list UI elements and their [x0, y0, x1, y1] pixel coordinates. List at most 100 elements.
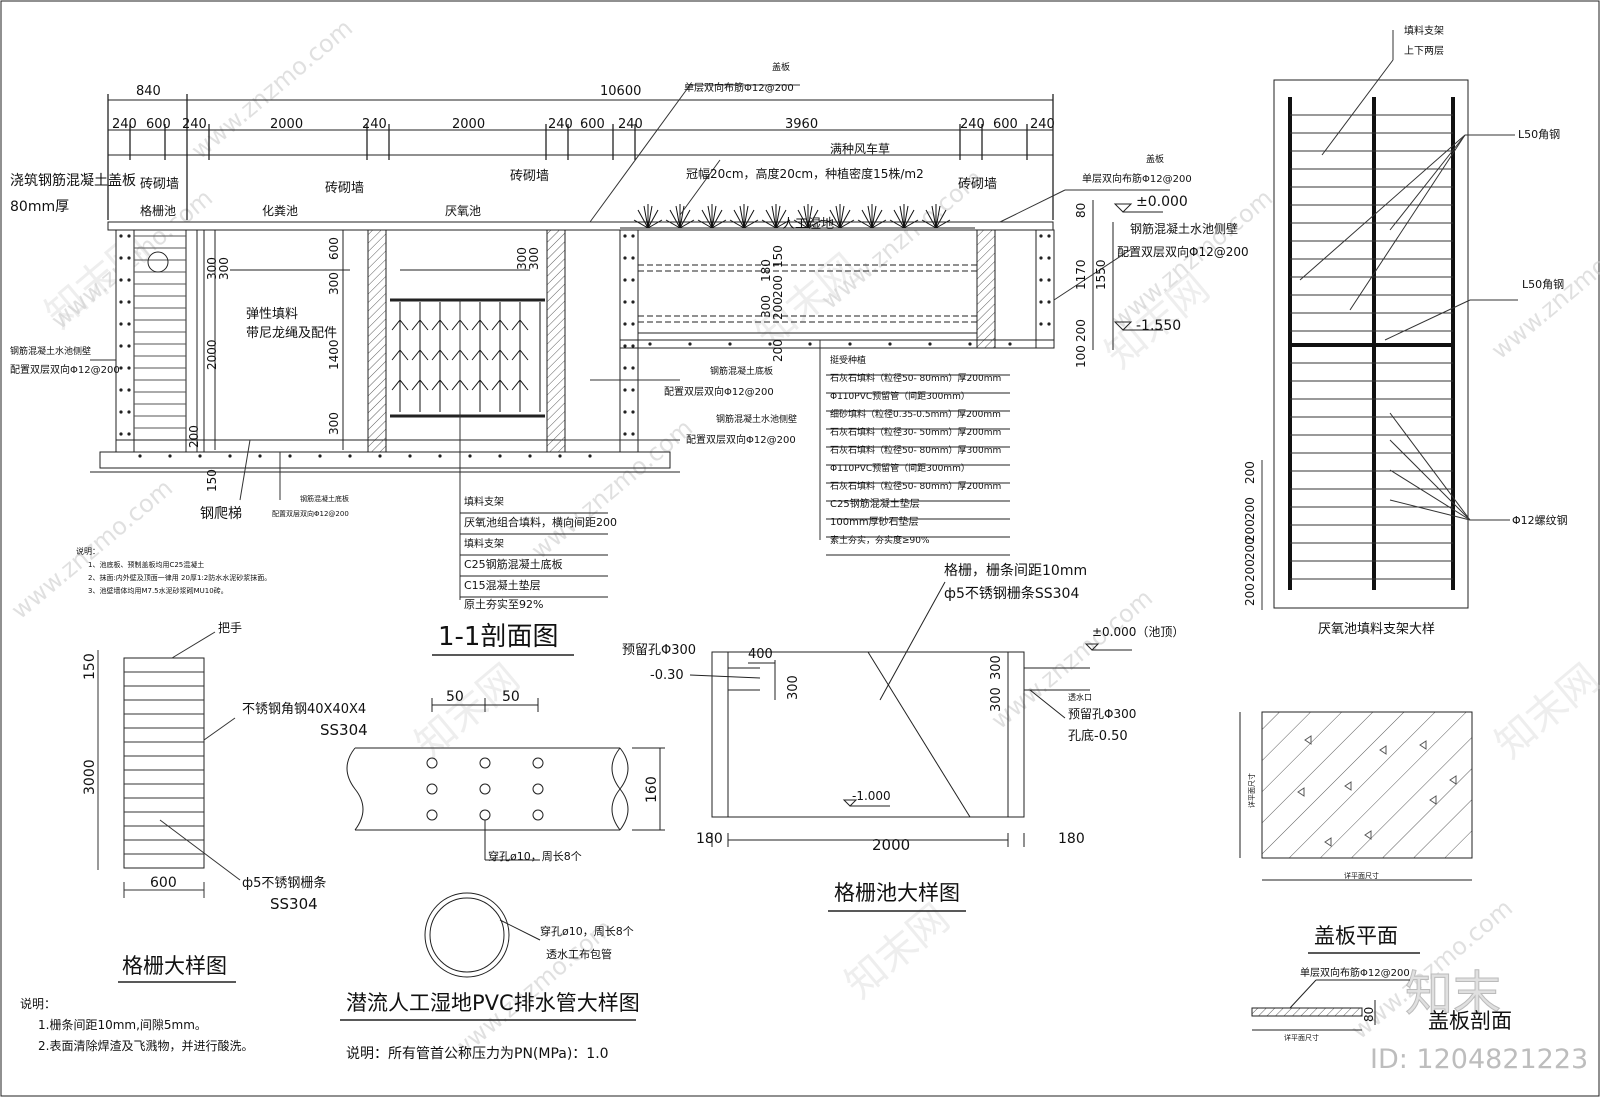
- vdim-600: 600: [327, 237, 341, 260]
- angle-label: L50角钢: [1518, 128, 1560, 141]
- outlet-hole: 预留孔Φ300: [1068, 707, 1136, 721]
- base-mid-rebar: 配置双层双向Φ12@200: [664, 385, 774, 398]
- dim-200: 200: [1243, 583, 1257, 606]
- brick-wall-label: 砖砌墙: [140, 177, 179, 192]
- layer-row: 石灰石填料（粒径50- 80mm）厚300mm: [830, 444, 1001, 456]
- side-wall-left-label: 钢筋混凝土水池侧壁: [10, 345, 91, 357]
- cover-plan-title: 盖板平面: [1314, 924, 1398, 948]
- dim-300: 300: [786, 675, 801, 700]
- vdim-1550: 1550: [1094, 259, 1108, 290]
- wetland-layers-table: 挺受种植 石灰石填料（粒径50- 80mm）厚200mm Φ110PVC预留管（…: [826, 354, 1010, 556]
- layer-row: 填料支架: [464, 537, 504, 550]
- steel-label: 不锈钢角钢40X40X4: [242, 702, 366, 717]
- layer-row: 挺受种植: [830, 354, 866, 366]
- layer-row: C25钢筋混凝土垫层: [830, 497, 920, 510]
- side-wall-left-rebar: 配置双层双向Φ12@200: [10, 363, 120, 376]
- dim-3000: 3000: [82, 759, 98, 795]
- plant-icons: [633, 204, 951, 229]
- grille-note: 1.栅条间距10mm,间隙5mm。: [38, 1017, 207, 1032]
- brick-wall-label: 砖砌墙: [510, 169, 549, 184]
- dim-240: 240: [960, 117, 985, 132]
- dim-3960: 3960: [785, 117, 818, 132]
- vdim-300: 300: [527, 247, 541, 270]
- watermark-id: ID: 1204821223: [1370, 1044, 1588, 1075]
- cover-section: 单层双向布筋Φ12@200 80 详平面尺寸 盖板剖面: [1251, 966, 1512, 1042]
- vdim-100: 100: [1074, 345, 1088, 368]
- vdim-180: 180: [759, 259, 773, 282]
- pvc-title: 潜流人工湿地PVC排水管大样图: [346, 991, 640, 1015]
- level-top: ±0.000（池顶）: [1092, 625, 1184, 639]
- steel-grade: SS304: [320, 721, 368, 739]
- grid-pool-title: 格栅池大样图: [834, 881, 960, 905]
- section-title: 1-1剖面图: [438, 622, 558, 652]
- pvc-detail: 50 50 160 穿孔ø10，周长8个 穿孔ø10，周长8个 透水工布包管 潜…: [340, 689, 665, 1062]
- cover-label-right: 盖板: [1146, 153, 1164, 165]
- layer-row: C25钢筋混凝土底板: [464, 557, 563, 571]
- wall-mid-rebar: 配置双层双向Φ12@200: [686, 433, 796, 446]
- level-1550: -1.550: [1136, 318, 1181, 334]
- brick-wall-label: 砖砌墙: [325, 181, 364, 196]
- ladder-label: 钢爬梯: [200, 506, 242, 522]
- cover-rebar-right: 单层双向布筋Φ12@200: [1082, 172, 1192, 185]
- layer-row: 石灰石填料（粒径50- 80mm）厚200mm: [830, 372, 1001, 384]
- plan-dim-vertical: 详平面尺寸: [1247, 773, 1256, 808]
- dim-240: 240: [182, 117, 207, 132]
- layer-row: 素土夯实，夯实度≥90%: [830, 534, 930, 546]
- dim-2000: 2000: [270, 117, 303, 132]
- septic-label: 化粪池: [262, 204, 298, 218]
- reserved-hole-label: 预留孔Φ300: [622, 643, 696, 658]
- dim-300: 300: [989, 655, 1004, 680]
- base-left-rebar: 配置双层双向Φ12@200: [272, 509, 349, 518]
- vdim-300: 300: [759, 295, 773, 318]
- pvc-note: 说明：所有管首公称压力为PN(MPa)：1.0: [346, 1046, 609, 1062]
- layer-row: 石灰石填料（粒径30- 50mm）厚200mm: [830, 426, 1001, 438]
- vdim-300: 300: [515, 247, 529, 270]
- wetland-label: 人工湿地: [782, 217, 834, 232]
- dim-240: 240: [362, 117, 387, 132]
- bar-grade: SS304: [270, 895, 318, 913]
- dim-600: 600: [150, 875, 177, 891]
- dim-150: 150: [82, 653, 98, 680]
- grille-spacing-label: 格栅，栅条间距10mm: [944, 562, 1087, 579]
- plant-label: 满种风车草: [830, 141, 890, 156]
- holes-label: 穿孔ø10，周长8个: [540, 924, 634, 938]
- cover-section-dim-80: 80: [1362, 1007, 1376, 1022]
- vdim-150: 150: [771, 245, 785, 268]
- dim-200: 200: [1243, 461, 1257, 484]
- dim-300: 300: [989, 687, 1004, 712]
- grille-bar-label: ф5不锈钢栅条SS304: [944, 585, 1079, 602]
- dim-2000: 2000: [872, 836, 910, 854]
- note-line: 1、池底板、预制盖板均用C25混凝土: [88, 560, 204, 569]
- dim-200: 200: [1243, 497, 1257, 520]
- dim-240: 240: [618, 117, 643, 132]
- layer-row: C15混凝土垫层: [464, 578, 541, 592]
- vdim-300: 300: [327, 272, 341, 295]
- section-1-1: [90, 84, 1170, 600]
- dim-200: 200: [1243, 559, 1257, 582]
- dim-160: 160: [644, 776, 660, 803]
- wall-mid-label: 钢筋混凝土水池侧壁: [716, 413, 797, 425]
- vdim-300: 300: [205, 257, 219, 280]
- dim-200: 200: [1243, 519, 1257, 542]
- outlet-bottom: 孔底-0.50: [1068, 728, 1128, 744]
- grille-detail: 把手 不锈钢角钢40X40X4 SS304 ф5不锈钢栅条 SS304 150 …: [20, 621, 368, 1053]
- layer-row: Φ110PVC预留管（间距300mm）: [830, 390, 970, 402]
- cover-left-thick: 80mm厚: [10, 199, 69, 215]
- vdim-300: 300: [217, 257, 231, 280]
- cover-left-label: 浇筑钢筋混凝土盖板: [10, 172, 136, 189]
- bar-label: ф5不锈钢栅条: [242, 875, 326, 891]
- filler-strands: [391, 302, 541, 412]
- dim-180: 180: [696, 831, 723, 847]
- vdim-200: 200: [187, 425, 201, 448]
- layer-row: 填料支架: [464, 495, 504, 508]
- wrap-label: 透水工布包管: [546, 947, 612, 961]
- support-sub-label: 上下两层: [1404, 45, 1444, 57]
- cover-section-dim: 详平面尺寸: [1284, 1033, 1319, 1042]
- layer-row: 石灰石填料（粒径50- 80mm）厚200mm: [830, 480, 1001, 492]
- cover-label: 盖板: [772, 61, 790, 73]
- reserved-hole-level: -0.30: [650, 668, 684, 683]
- dim-600: 600: [146, 117, 171, 132]
- anaerobic-layers-table: 填料支架 厌氧池组合填料，横向间距200 填料支架 C25钢筋混凝土底板 C15…: [460, 495, 617, 611]
- dim-240: 240: [1030, 117, 1055, 132]
